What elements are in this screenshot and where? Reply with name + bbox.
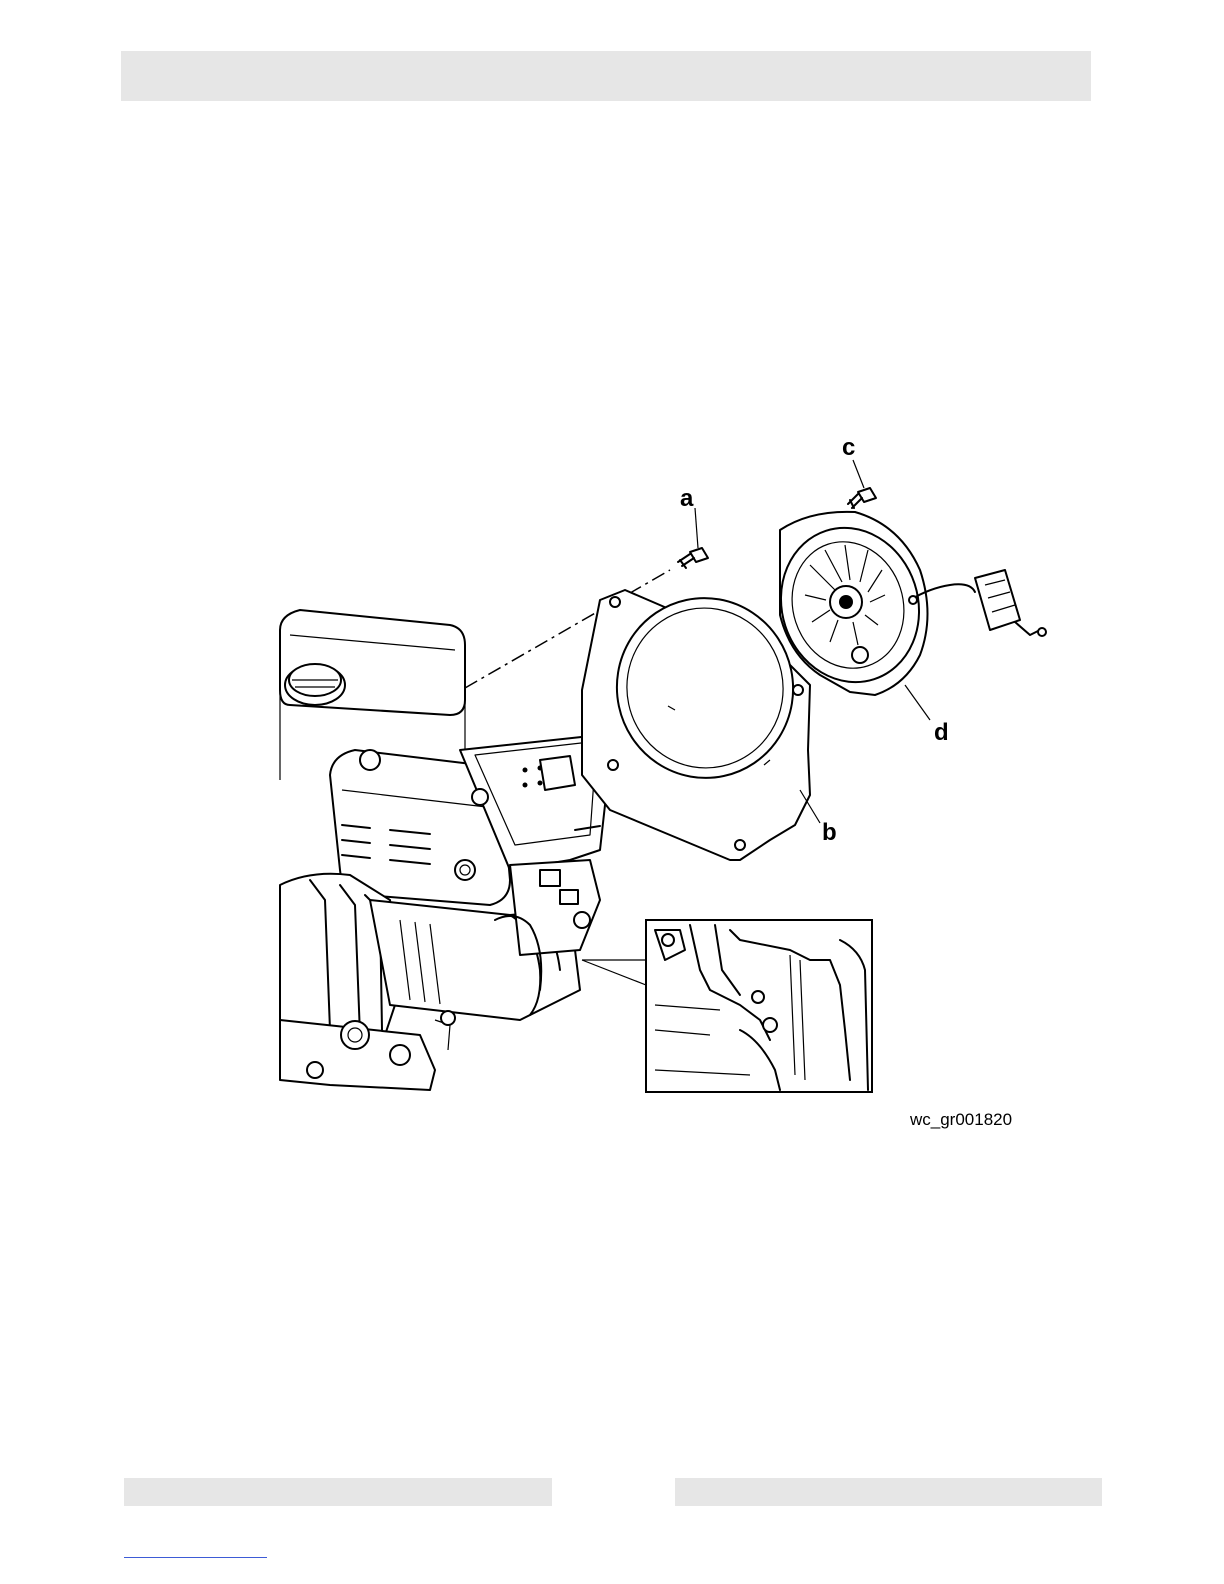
fan-housing [582, 582, 810, 860]
callout-c: c [842, 436, 855, 460]
callout-d: d [934, 721, 949, 745]
figure-id: wc_gr001820 [910, 1111, 1012, 1128]
callout-b: b [822, 821, 837, 845]
footer-bar-right [675, 1478, 1102, 1506]
inset-detail [646, 920, 872, 1092]
header-bar [121, 51, 1091, 101]
footer-bar-left [124, 1478, 552, 1506]
recoil-starter [761, 510, 1046, 700]
callout-a: a [680, 487, 693, 511]
bolt-a [678, 548, 708, 568]
engine-recoil-starter-diagram [270, 430, 1070, 1100]
footer-link-underline[interactable] [124, 1557, 267, 1558]
bolt-c [848, 488, 876, 508]
